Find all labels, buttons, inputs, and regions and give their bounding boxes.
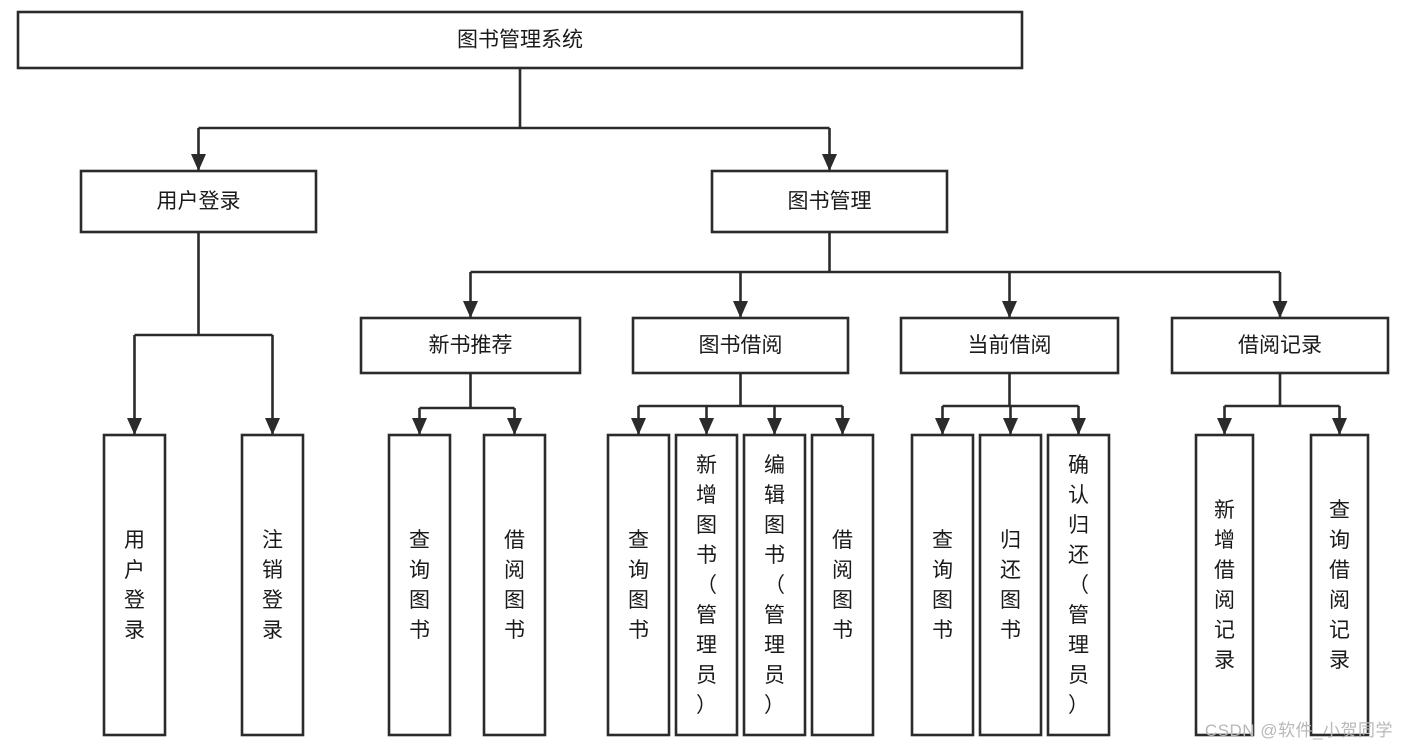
node-box	[810, 433, 875, 737]
node-box	[1194, 433, 1255, 737]
node-label: 编辑图书（管理员）	[764, 454, 785, 717]
node-归还图书[interactable]: 归还图书	[978, 433, 1043, 737]
arrowhead-icon	[1071, 418, 1086, 435]
arrowhead-icon	[463, 301, 478, 318]
arrowhead-icon	[412, 418, 427, 435]
node-查询图书[interactable]: 查询图书	[606, 433, 671, 737]
node-box	[1046, 433, 1111, 737]
node-图书管理[interactable]: 图书管理	[710, 169, 949, 234]
node-借阅图书[interactable]: 借阅图书	[482, 433, 547, 737]
node-label: 查询图书	[628, 529, 649, 642]
node-label: 新增图书（管理员）	[696, 454, 717, 717]
node-label: 用户登录	[157, 190, 241, 213]
node-label: 借阅图书	[832, 529, 853, 642]
arrowhead-icon	[1217, 418, 1232, 435]
node-box	[387, 433, 452, 737]
arrowhead-icon	[507, 418, 522, 435]
arrowhead-icon	[733, 301, 748, 318]
node-图书借阅[interactable]: 图书借阅	[631, 316, 850, 375]
node-box	[1309, 433, 1370, 737]
node-查询借阅记录[interactable]: 查询借阅记录	[1309, 433, 1370, 737]
node-借阅图书[interactable]: 借阅图书	[810, 433, 875, 737]
node-label: 借阅图书	[504, 529, 525, 642]
node-box	[742, 433, 807, 737]
node-box	[482, 433, 547, 737]
node-新增借阅记录[interactable]: 新增借阅记录	[1194, 433, 1255, 737]
node-用户登录[interactable]: 用户登录	[102, 433, 167, 737]
node-label: 当前借阅	[968, 334, 1052, 357]
node-label: 图书借阅	[699, 334, 783, 357]
node-label: 查询图书	[932, 529, 953, 642]
arrowhead-icon	[835, 418, 850, 435]
arrowhead-icon	[822, 154, 837, 171]
arrowhead-icon	[265, 418, 280, 435]
node-box	[240, 433, 305, 737]
node-查询图书[interactable]: 查询图书	[387, 433, 452, 737]
node-label: 新增借阅记录	[1214, 499, 1235, 672]
node-label: 查询图书	[409, 529, 430, 642]
node-label: 注销登录	[262, 529, 283, 642]
arrowhead-icon	[699, 418, 714, 435]
node-label: 用户登录	[124, 529, 145, 642]
connector-layer	[127, 68, 1347, 435]
node-用户登录[interactable]: 用户登录	[79, 169, 318, 234]
node-box	[102, 433, 167, 737]
arrowhead-icon	[935, 418, 950, 435]
node-box	[978, 433, 1043, 737]
node-查询图书[interactable]: 查询图书	[910, 433, 975, 737]
node-label: 图书管理	[788, 190, 872, 213]
node-box	[606, 433, 671, 737]
arrowhead-icon	[1332, 418, 1347, 435]
node-box	[79, 169, 318, 234]
node-box	[910, 433, 975, 737]
arrowhead-icon	[1002, 301, 1017, 318]
node-新书推荐[interactable]: 新书推荐	[359, 316, 582, 375]
node-图书管理系统[interactable]: 图书管理系统	[16, 10, 1024, 70]
node-label: 图书管理系统	[457, 29, 583, 52]
node-借阅记录[interactable]: 借阅记录	[1170, 316, 1390, 375]
node-box	[674, 433, 739, 737]
arrowhead-icon	[631, 418, 646, 435]
arrowhead-icon	[1003, 418, 1018, 435]
node-box	[899, 316, 1120, 375]
node-label: 查询借阅记录	[1329, 499, 1350, 672]
node-注销登录[interactable]: 注销登录	[240, 433, 305, 737]
node-box	[16, 10, 1024, 70]
node-label: 归还图书	[1000, 529, 1021, 642]
node-box	[710, 169, 949, 234]
node-layer: 图书管理系统用户登录用户登录注销登录图书管理新书推荐查询图书借阅图书图书借阅查询…	[16, 10, 1390, 737]
arrowhead-icon	[767, 418, 782, 435]
arrowhead-icon	[191, 154, 206, 171]
arrowhead-icon	[1272, 301, 1288, 318]
node-当前借阅[interactable]: 当前借阅	[899, 316, 1120, 375]
node-box	[631, 316, 850, 375]
node-确认归还（管理员）[interactable]: 确认归还（管理员）	[1046, 433, 1111, 737]
node-box	[1170, 316, 1390, 375]
node-label: 借阅记录	[1238, 334, 1322, 357]
node-新增图书（管理员）[interactable]: 新增图书（管理员）	[674, 433, 739, 737]
node-编辑图书（管理员）[interactable]: 编辑图书（管理员）	[742, 433, 807, 737]
node-label: 确认归还（管理员）	[1068, 454, 1089, 717]
arrowhead-icon	[127, 418, 142, 435]
node-box	[359, 316, 582, 375]
node-label: 新书推荐	[429, 334, 513, 357]
